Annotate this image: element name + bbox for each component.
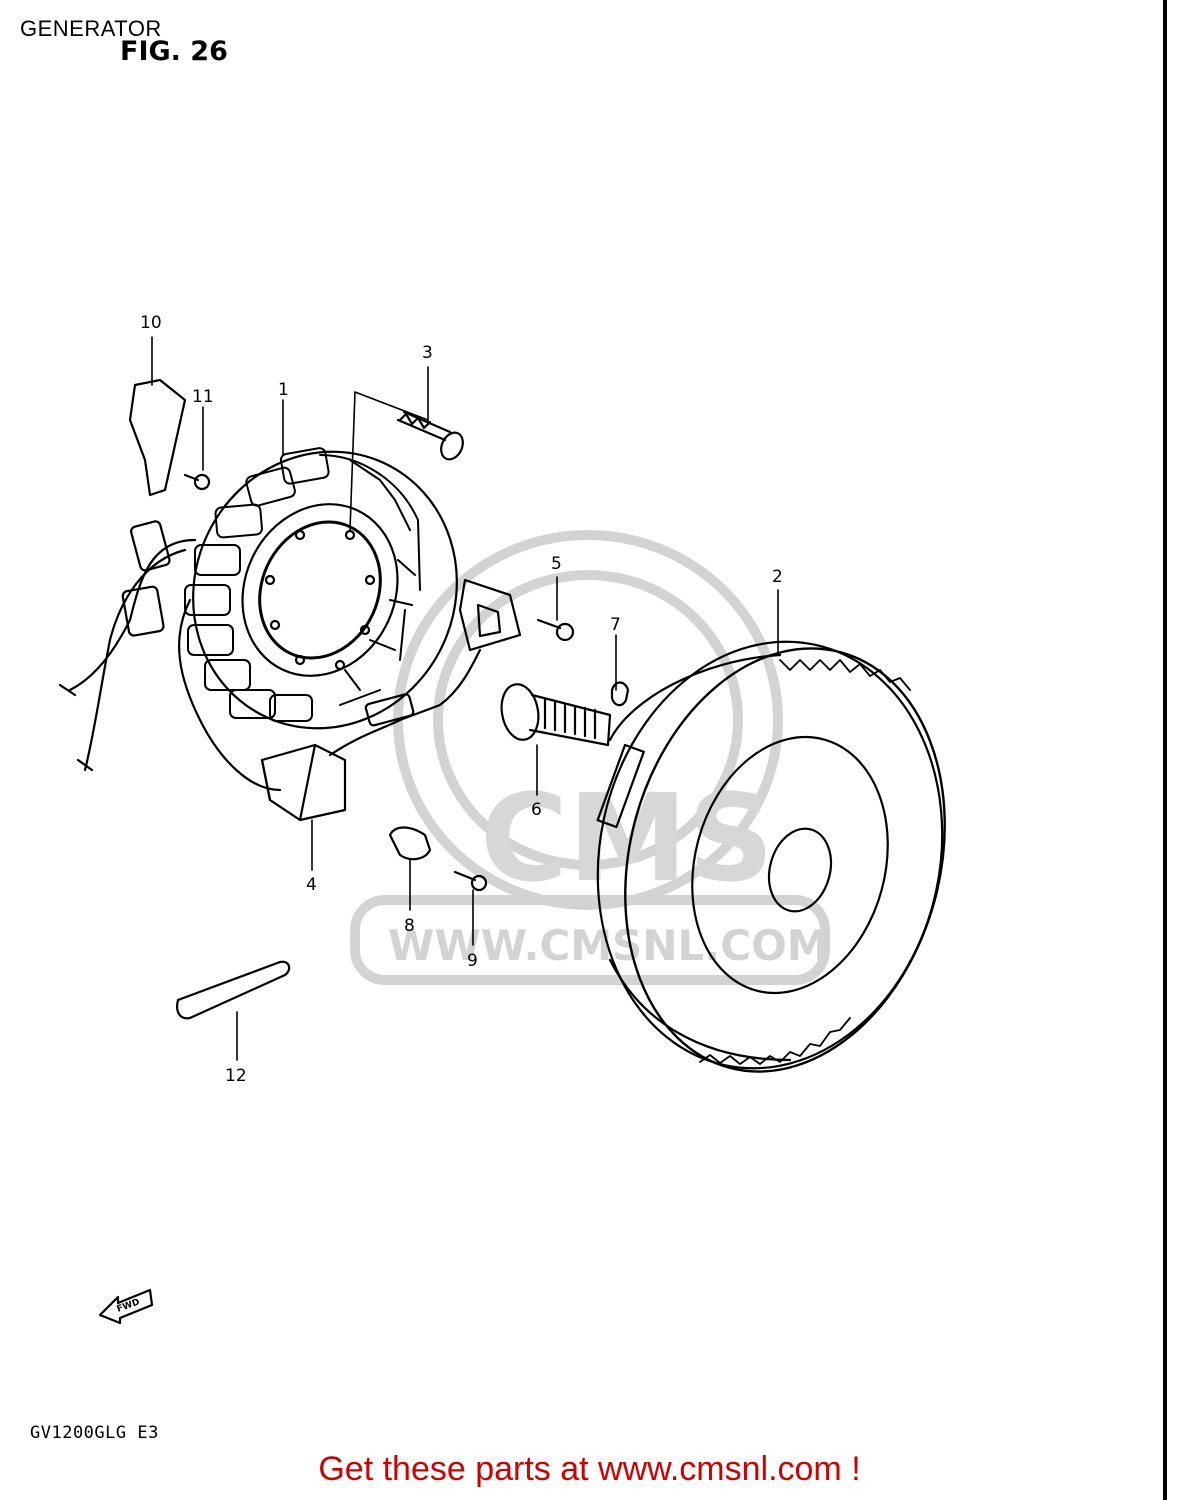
pickup-coil xyxy=(260,648,482,822)
flywheel-bolt xyxy=(500,683,612,747)
figure-label: FIG. 26 xyxy=(120,36,228,67)
callout-11: 11 xyxy=(192,387,214,407)
bracket-screw xyxy=(183,473,211,491)
model-code: GV1200GLG E3 xyxy=(30,1423,159,1443)
callout-12: 12 xyxy=(225,1066,247,1086)
footer-link[interactable]: Get these parts at www.cmsnl.com ! xyxy=(318,1450,861,1488)
callout-8: 8 xyxy=(404,916,415,936)
stator-coil xyxy=(58,447,458,792)
stator-screw xyxy=(396,410,464,461)
woodruff-key xyxy=(610,681,630,707)
leader-lines xyxy=(151,336,779,1061)
page-title: GENERATOR xyxy=(20,16,162,41)
wire-guide-plate xyxy=(176,960,291,1020)
callout-1: 1 xyxy=(278,380,289,400)
callout-labels: 10 11 1 3 5 7 2 6 4 8 9 12 FWD xyxy=(116,313,783,1315)
callout-9: 9 xyxy=(467,951,478,971)
fwd-label: FWD xyxy=(116,1297,142,1314)
callout-2: 2 xyxy=(772,567,783,587)
forward-arrow-icon xyxy=(98,1288,154,1325)
exploded-parts-diagram: CMS WWW.CMSNL.COM xyxy=(58,313,946,1325)
callout-3: 3 xyxy=(422,343,433,363)
callout-5: 5 xyxy=(551,554,562,574)
callout-4: 4 xyxy=(306,875,317,895)
starter-clutch-flywheel xyxy=(596,640,946,1073)
callout-10: 10 xyxy=(140,313,162,333)
watermark-logo-text: CMS xyxy=(480,770,774,909)
clamp-screw xyxy=(453,870,488,892)
watermark: CMS WWW.CMSNL.COM xyxy=(350,530,830,985)
wire-bracket xyxy=(128,378,187,497)
callout-6: 6 xyxy=(531,800,542,820)
callout-7: 7 xyxy=(610,615,621,635)
signal-generator xyxy=(458,578,575,652)
wire-clamp xyxy=(388,826,432,861)
page-border xyxy=(1163,0,1167,1500)
